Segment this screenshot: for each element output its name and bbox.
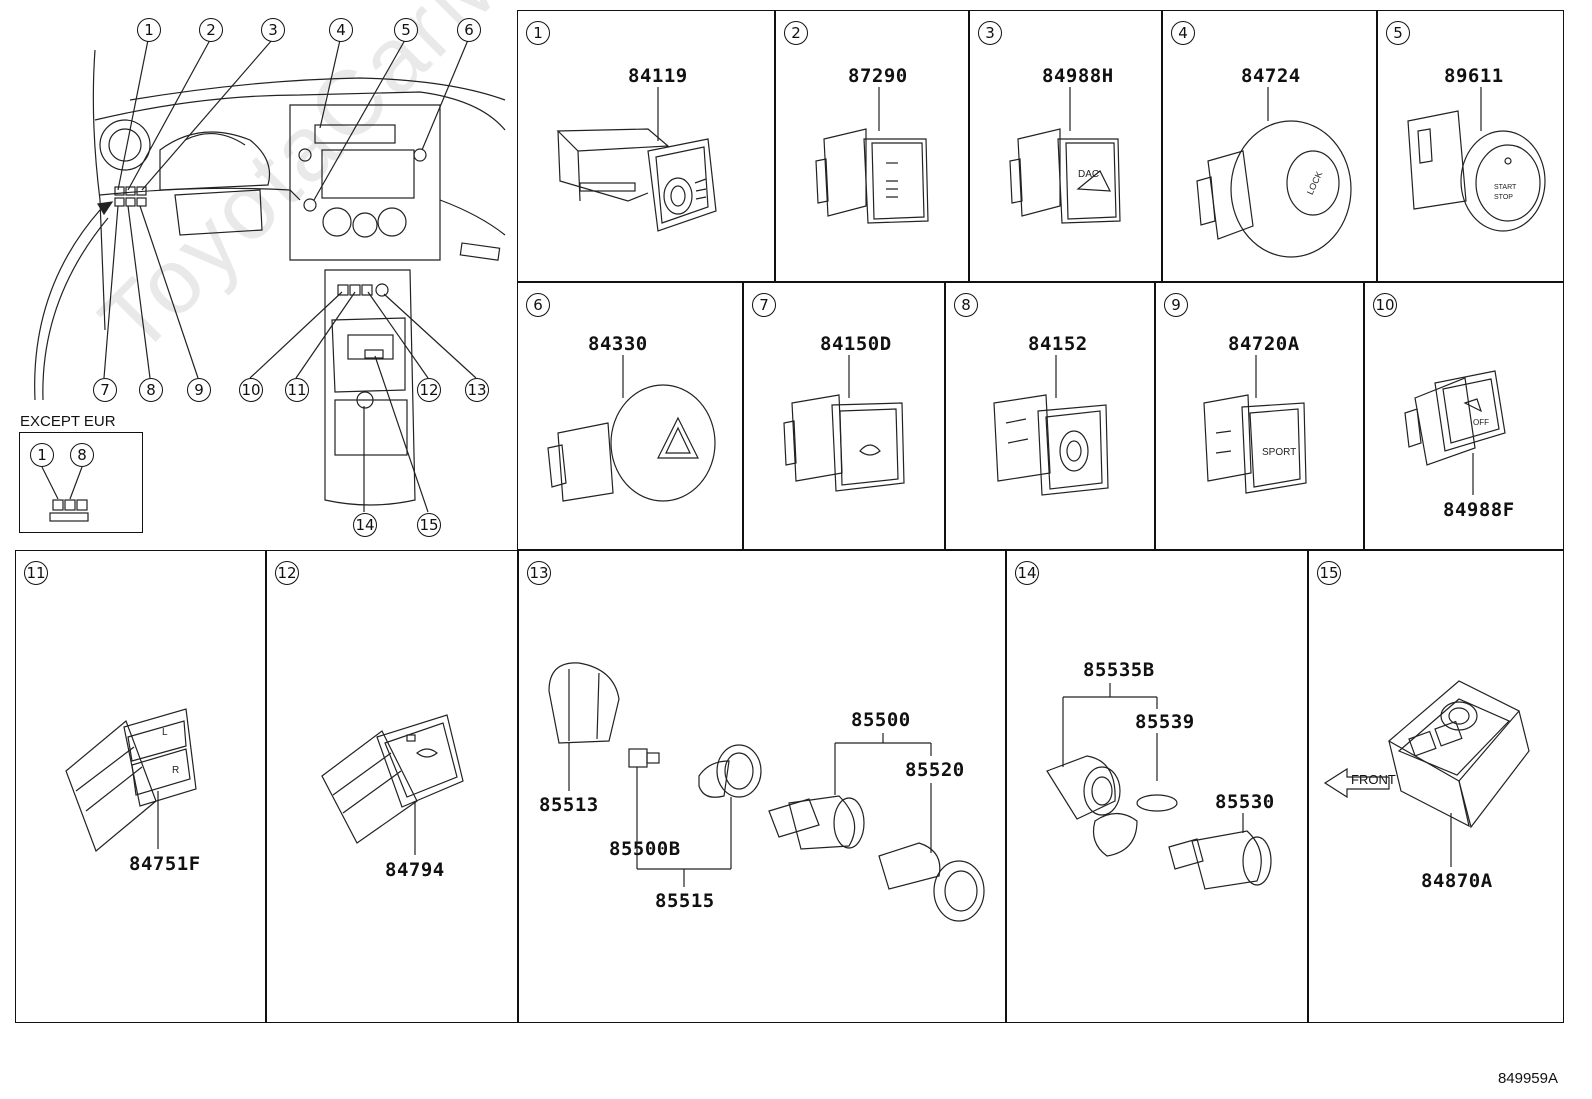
part-number: 84720A [1228,333,1300,355]
cell-6: 6 84330 [517,282,743,550]
part-number-85520: 85520 [905,759,965,781]
seat-heater-lr-switch-drawing: L R [65,708,197,853]
part-number: 84988H [1042,65,1114,87]
cell-number: 2 [784,21,808,45]
svg-text:DAC: DAC [1078,169,1099,180]
mirror-switch-drawing [1323,680,1530,867]
part-number: 87290 [848,65,908,87]
cell-4: 4 84724 LOCK [1162,10,1377,282]
cell-number: 1 [526,21,550,45]
cell-number: 4 [1171,21,1195,45]
power-outlet-parts-drawing [1046,683,1272,890]
headlamp-cleaner-switch-drawing [783,355,905,492]
svg-text:LOCK: LOCK [1305,170,1324,196]
svg-text:SPORT: SPORT [1262,447,1296,458]
cell-number: 10 [1373,293,1397,317]
cell-8: 8 84152 [945,282,1155,550]
cell-14: 14 85535B 85539 85530 [1006,550,1308,1023]
lock-switch-drawing: LOCK [1196,87,1352,258]
callout-15: 15 [417,513,441,537]
vsc-off-switch-drawing: OFF [1404,370,1506,495]
except-switch-drawing [41,466,89,522]
cell-number: 13 [527,561,551,585]
except-callout-1: 1 [30,443,54,467]
hazard-switch-drawing [547,355,716,502]
part-number-85513: 85513 [539,794,599,816]
cell-number: 14 [1015,561,1039,585]
cell-11: 11 84751F L R [15,550,266,1023]
cell-number: 15 [1317,561,1341,585]
front-label: FRONT [1351,772,1396,787]
start-stop-switch-drawing: START STOP [1407,87,1546,232]
cell-number: 9 [1164,293,1188,317]
cell-9: 9 84720A SPORT [1155,282,1364,550]
dashboard-drawing [34,39,506,513]
callout-7: 7 [93,378,117,402]
part-number-85539: 85539 [1135,711,1195,733]
part-number-85515: 85515 [655,890,715,912]
cell-5: 5 89611 START STOP [1377,10,1564,282]
headlamp-switch-drawing [556,87,717,232]
callout-2: 2 [199,18,223,42]
callout-10: 10 [239,378,263,402]
cell-number: 7 [752,293,776,317]
cell-3: 3 84988H DAC [969,10,1162,282]
cell-number: 11 [24,561,48,585]
part-number: 84119 [628,65,688,87]
part-number-85500: 85500 [851,709,911,731]
part-number: 89611 [1444,65,1504,87]
cell-number: 8 [954,293,978,317]
callout-14: 14 [353,513,377,537]
part-number-85530: 85530 [1215,791,1275,813]
cell-number: 3 [978,21,1002,45]
except-eur-box: 1 8 [19,432,143,533]
cell-number: 12 [275,561,299,585]
cell-10: 10 84988F OFF [1364,282,1564,550]
callout-12: 12 [417,378,441,402]
svg-text:L: L [162,727,168,738]
part-number-85535B: 85535B [1083,659,1155,681]
cell-2: 2 87290 [775,10,969,282]
callout-1: 1 [137,18,161,42]
callout-3: 3 [261,18,285,42]
callout-9: 9 [187,378,211,402]
callout-5: 5 [394,18,418,42]
cell-7: 7 84150D [743,282,945,550]
callout-8: 8 [139,378,163,402]
part-number-85500B: 85500B [609,838,681,860]
dashboard-overview: 1 2 3 4 5 6 7 8 9 10 11 12 13 14 15 EXCE… [0,0,515,545]
defogger-switch-drawing [321,714,464,855]
part-number: 84330 [588,333,648,355]
cell-number: 5 [1386,21,1410,45]
cell-13: 13 85513 85500B 85515 85500 85520 [518,550,1006,1023]
sport-switch-drawing: SPORT [1203,355,1307,494]
part-number: 84150D [820,333,892,355]
except-eur-label: EXCEPT EUR [20,413,116,430]
part-number: 84988F [1443,499,1515,521]
seat-heater-switch-drawing [815,87,929,224]
callout-4: 4 [329,18,353,42]
except-callout-8: 8 [70,443,94,467]
part-number: 84724 [1241,65,1301,87]
diagram-id: 849959A [1497,1070,1558,1087]
svg-text:R: R [172,765,179,776]
cell-1: 1 84119 [517,10,775,282]
dac-switch-drawing: DAC [1009,87,1121,224]
svg-text:OFF: OFF [1473,418,1489,427]
svg-text:STOP: STOP [1494,194,1513,201]
part-number: 84870A [1421,870,1493,892]
cell-number: 6 [526,293,550,317]
cigarette-lighter-parts-drawing [548,662,985,922]
callout-6: 6 [457,18,481,42]
svg-text:START: START [1494,184,1517,191]
leveling-switch-drawing [993,355,1109,496]
cell-15: 15 84870A FRONT [1308,550,1564,1023]
cell-12: 12 84794 [266,550,518,1023]
callout-13: 13 [465,378,489,402]
part-number: 84152 [1028,333,1088,355]
part-number: 84751F [129,853,201,875]
callout-11: 11 [285,378,309,402]
part-number: 84794 [385,859,445,881]
